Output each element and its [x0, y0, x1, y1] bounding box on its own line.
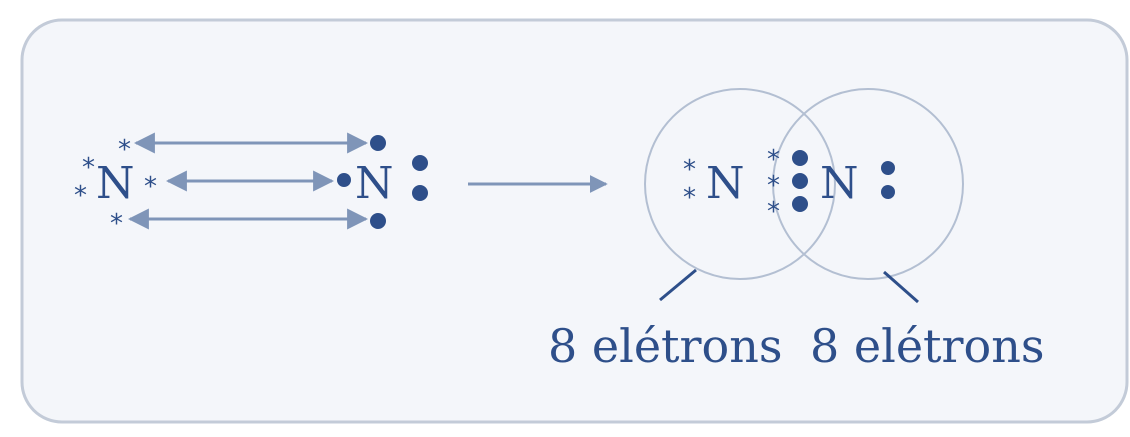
electron-shell-left [644, 88, 836, 280]
left-atom-a: N * * * * * [74, 135, 157, 239]
diagram-frame [20, 18, 1129, 424]
electron-dot [412, 155, 428, 171]
electron-star: * [82, 153, 95, 183]
electron-dot [337, 173, 351, 187]
electron-dot [881, 185, 895, 199]
electron-star: * [767, 197, 780, 227]
electron-dot [881, 161, 895, 175]
right-atom-b-symbol: N [820, 158, 859, 209]
caption-pointer-left [659, 268, 697, 302]
electron-star: * [683, 183, 696, 213]
electron-star: * [767, 145, 780, 175]
right-atom-a: N * * [683, 155, 745, 213]
electron-shell-right [772, 88, 964, 280]
electron-dot [792, 173, 808, 189]
electron-star: * [74, 181, 87, 211]
left-atom-b: N [337, 135, 428, 229]
shared-electron-pairs: * * * [767, 145, 808, 227]
right-atom-b: N [820, 158, 895, 209]
right-atom-a-symbol: N [706, 158, 745, 209]
caption-left: 8 elétrons [548, 319, 782, 373]
electron-dot [412, 185, 428, 201]
caption-right: 8 elétrons [810, 319, 1044, 373]
electron-star: * [683, 155, 696, 185]
electron-star: * [767, 171, 780, 201]
electron-dot [792, 150, 808, 166]
electron-dot [370, 213, 386, 229]
electron-star: * [144, 172, 157, 202]
electron-dot [370, 135, 386, 151]
electron-dot [792, 196, 808, 212]
electron-star: * [118, 135, 131, 165]
left-atom-b-symbol: N [355, 158, 394, 209]
left-atom-a-symbol: N [96, 158, 135, 209]
caption-pointer-right [883, 270, 919, 304]
electron-star: * [110, 209, 123, 239]
